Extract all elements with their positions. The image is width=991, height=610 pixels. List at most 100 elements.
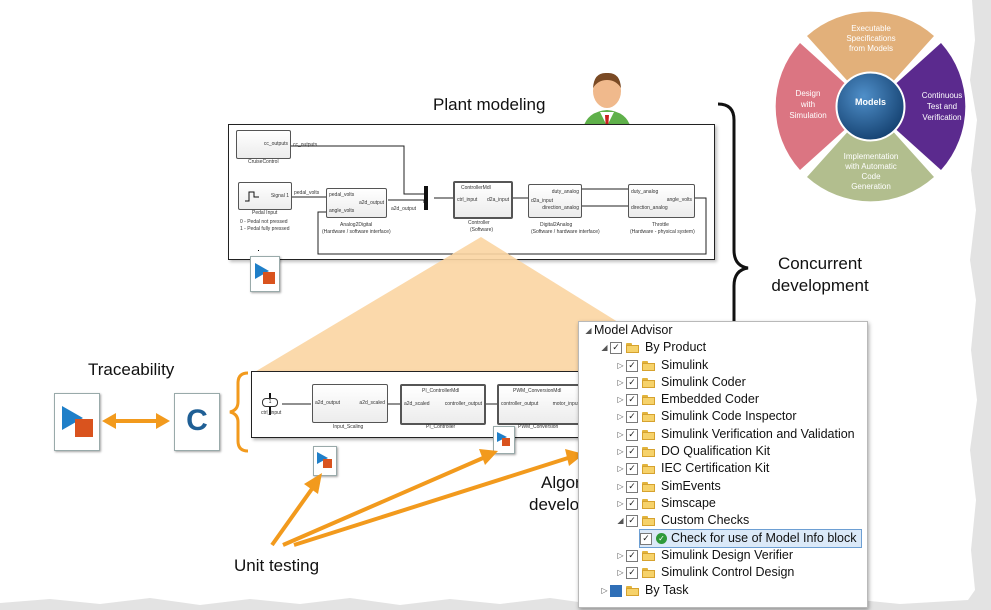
tree-item-by-product[interactable]: ◢ ✓ By Product [599,339,706,356]
algorithm-brace [229,371,249,453]
tree-item-label: Simulink [661,358,709,372]
tree-item-product[interactable]: ▷✓ Simulink Verification and Validation [615,426,854,443]
throttle-sub: (Hardware - physical system) [630,229,695,235]
collapsed-triangle-icon[interactable]: ▷ [617,430,624,439]
simulink-model-file-icon[interactable] [250,256,280,292]
wheel-segment-left [775,43,871,170]
partial-checkbox[interactable] [610,584,622,597]
c-code-file-icon[interactable]: C [174,393,220,451]
controller-sub: (Software) [470,227,494,233]
tree-item-custom-checks[interactable]: ◢✓ Custom Checks [615,512,749,529]
unit-testing-label: Unit testing [234,556,320,575]
folder-icon [642,411,656,422]
tree-item-product[interactable]: ▷✓ Simulink [615,357,708,374]
tree-item-label: Simulink Control Design [661,565,795,579]
checkbox[interactable]: ✓ [626,514,638,527]
tree-item-product[interactable]: ▷✓ Simulink Coder [615,374,745,391]
simulink-file-glyph-small [317,452,332,468]
collapsed-triangle-icon[interactable]: ▷ [617,378,624,387]
expanded-triangle-icon[interactable]: ◢ [585,326,592,335]
collapsed-triangle-icon[interactable]: ▷ [617,551,624,560]
tree-item-product[interactable]: ▷✓ Simulink Control Design [615,564,794,581]
tree-item-by-task[interactable]: ▷ By Task [599,582,689,599]
collapsed-triangle-icon[interactable]: ▷ [617,499,624,508]
expanded-triangle-icon[interactable]: ◢ [601,343,608,352]
collapsed-triangle-icon[interactable]: ▷ [617,361,624,370]
collapsed-triangle-icon[interactable]: ▷ [601,586,608,595]
checkbox[interactable]: ✓ [610,341,622,354]
tree-item-custom-check-selected[interactable]: ✓ ✓ Check for use of Model Info block [639,529,862,548]
checkbox[interactable]: ✓ [626,410,638,423]
pi-controller-test-file-icon[interactable] [493,426,515,454]
checkbox[interactable]: ✓ [626,462,638,475]
cruise-out-signal: cc_outputs [293,142,318,148]
checkbox[interactable]: ✓ [626,445,638,458]
tree-item-product[interactable]: ▷✓ Simscape [615,495,715,512]
folder-icon [642,463,656,474]
pwm-conversion-block[interactable]: PWM_ConversionMdl controller_output moto… [497,384,583,425]
checkbox[interactable]: ✓ [626,566,638,579]
digital2analog-block[interactable]: d2a_input duty_analog direction_analog [528,184,582,218]
simulink-file-glyph-small [497,432,510,446]
folder-icon [626,342,640,353]
tree-item-label: DO Qualification Kit [661,444,771,458]
concurrent-development-label: Concurrent development [771,254,869,295]
pi-controller-block[interactable]: PI_ControllerMdl a2d_scaled controller_o… [400,384,486,425]
controller-block[interactable]: ControllerMdl ctrl_input d2a_input [453,181,513,219]
custom-folder-icon [642,515,656,526]
collapsed-triangle-icon[interactable]: ▷ [617,412,624,421]
tree-item-label: By Product [645,340,707,354]
model-advisor-tree[interactable]: ◢ Model Advisor ◢ ✓ By Product ▷✓ Simuli… [578,321,868,608]
collapsed-triangle-icon[interactable]: ▷ [617,482,624,491]
folder-icon [642,360,656,371]
tree-root[interactable]: ◢ Model Advisor [583,322,673,339]
cruise-control-block[interactable]: cc_outputs [236,130,291,159]
tree-item-label: Custom Checks [661,513,750,527]
wheel-center-label: Models [854,97,886,107]
tree-item-product[interactable]: ▷✓ SimEvents [615,478,720,495]
folder-icon [626,585,640,596]
analog2digital-block[interactable]: pedal_volts angle_volts a2d_output [326,188,387,218]
pedal-input-block[interactable]: Signal 1 [238,182,292,210]
checkbox[interactable]: ✓ [626,497,638,510]
collapsed-triangle-icon[interactable]: ▷ [617,447,624,456]
throttle-name: Throttle [652,222,669,228]
collapsed-triangle-icon[interactable]: ▷ [617,464,624,473]
checkbox[interactable]: ✓ [626,428,638,441]
input-scaling-test-file-icon[interactable] [313,446,337,476]
collapsed-triangle-icon[interactable]: ▷ [617,568,624,577]
checkbox[interactable]: ✓ [626,393,638,406]
a2d-signal-label: a2d_output [391,206,417,212]
tree-item-product[interactable]: ▷✓ Simulink Code Inspector [615,408,796,425]
algo-inport[interactable]: 1 [262,398,278,407]
checkbox[interactable]: ✓ [626,549,638,562]
checkbox[interactable]: ✓ [626,359,638,372]
traceability-arrow [102,413,170,429]
traceability-label: Traceability [88,360,175,379]
tree-item-product[interactable]: ▷✓ Embedded Coder [615,391,759,408]
tree-root-label: Model Advisor [594,323,673,337]
mux-bar [424,186,428,210]
folder-icon [642,429,656,440]
tree-item-label: By Task [645,583,689,597]
tree-item-product[interactable]: ▷✓ Simulink Design Verifier [615,547,793,564]
tree-item-product[interactable]: ▷✓ IEC Certification Kit [615,460,769,477]
checkbox[interactable]: ✓ [626,376,638,389]
folder-icon [642,446,656,457]
checkbox[interactable]: ✓ [640,532,652,545]
tree-item-product[interactable]: ▷✓ DO Qualification Kit [615,443,770,460]
throttle-block[interactable]: duty_analog direction_analog angle_volts [628,184,695,218]
checkbox[interactable]: ✓ [626,480,638,493]
pi-controller-name: PI_Controller [426,424,456,430]
expanded-triangle-icon[interactable]: ◢ [617,516,624,525]
folder-icon [642,550,656,561]
traceability-model-file-icon[interactable] [54,393,100,451]
folder-icon [642,498,656,509]
input-scaling-block[interactable]: a2d_output a2d_scaled [312,384,388,423]
collapsed-triangle-icon[interactable]: ▷ [617,395,624,404]
algorithm-development-label: Algor develo [529,473,581,514]
